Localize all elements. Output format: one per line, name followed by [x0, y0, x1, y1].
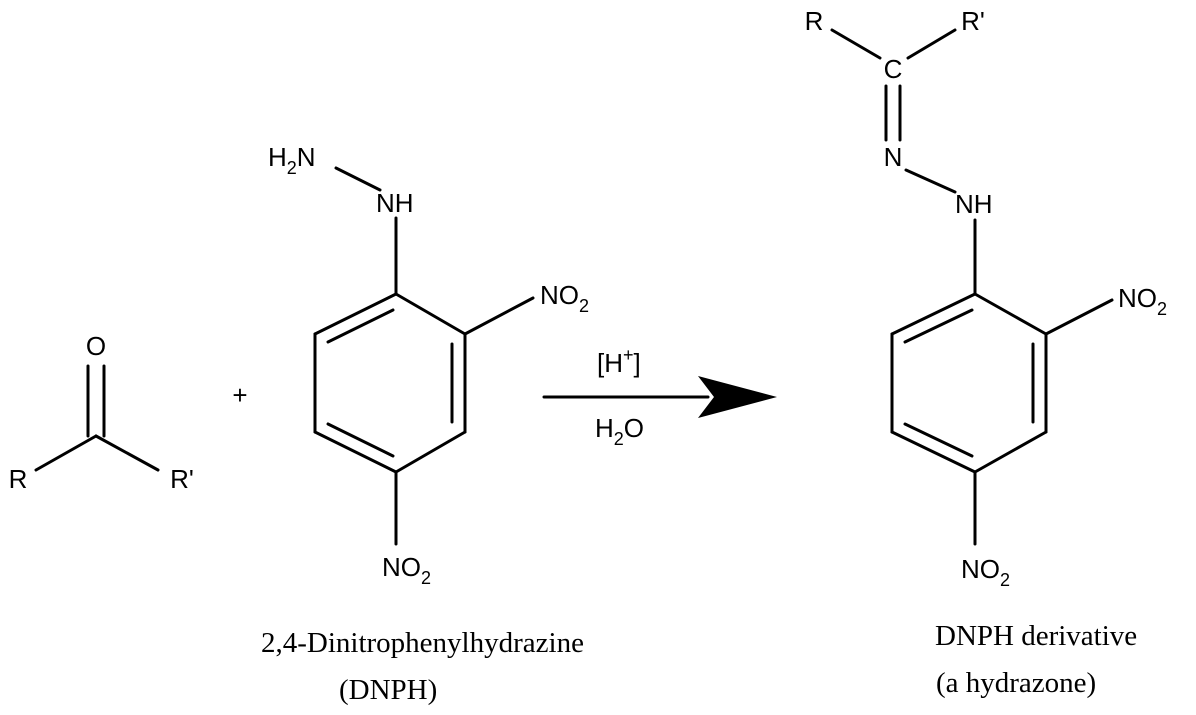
plus-sign: +: [232, 380, 247, 410]
dnph-caption-line1: 2,4-Dinitrophenylhydrazine: [261, 627, 584, 659]
product-ring-inner-bond-c: [903, 422, 974, 458]
carbonyl-r-bond: [34, 434, 98, 472]
dnph-n-n-bond: [334, 166, 382, 192]
product-no2-top-label: NO2: [1118, 283, 1167, 319]
product-n-n-bond: [904, 168, 957, 194]
product-ring-bond-3: [973, 430, 1048, 474]
dnph-ring-bond-6: [313, 292, 398, 336]
dnph-molecule: H2N NH NO2 NO2: [268, 142, 589, 588]
product-ring-inner-bond-a: [903, 308, 974, 344]
dnph-nh-label: NH: [376, 188, 414, 218]
arrow-catalyst-label: [H+]: [597, 345, 641, 378]
arrow-solvent-label: H2O: [595, 413, 644, 449]
product-caption-line2: (a hydrazone): [936, 667, 1096, 699]
reaction-arrow: [H+] H2O: [542, 345, 777, 449]
dnph-ring-bond-3: [394, 430, 467, 474]
product-imine-n-label: N: [884, 142, 903, 172]
dnph-ring-bond-1: [394, 292, 467, 336]
dnph-no2-top-bond: [463, 296, 535, 336]
product-r-label: R: [805, 6, 824, 36]
product-carbon-label: C: [884, 54, 903, 84]
dnph-caption-line2: (DNPH): [339, 674, 437, 706]
product-ring-bond-1: [973, 292, 1048, 336]
product-ring-bond-4: [890, 430, 977, 474]
carbonyl-r-label: R: [9, 464, 28, 494]
hydrazone-product: R R' C N NH NO2 NO2: [805, 6, 1167, 590]
dnph-no2-bottom-label: NO2: [382, 552, 431, 588]
dnph-no2-top-label: NO2: [540, 280, 589, 316]
product-no2-bottom-label: NO2: [961, 554, 1010, 590]
product-caption-line1: DNPH derivative: [935, 620, 1137, 652]
product-ring-bond-6: [890, 292, 977, 336]
product-r-bond: [830, 28, 882, 60]
product-rprime-label: R': [961, 6, 985, 36]
carbonyl-oxygen-label: O: [86, 331, 106, 361]
dnph-nh2-label: H2N: [268, 142, 316, 178]
product-nh-label: NH: [955, 189, 993, 219]
carbonyl-rprime-label: R': [170, 464, 194, 494]
dnph-ring-inner-bond-c: [326, 422, 395, 458]
carbonyl-rprime-bond: [94, 434, 160, 472]
product-rprime-bond: [906, 28, 957, 60]
carbonyl-reactant: O R R': [9, 331, 194, 494]
reaction-arrowhead: [698, 376, 777, 418]
product-no2-top-bond: [1044, 298, 1114, 336]
dnph-ring-inner-bond-a: [326, 308, 395, 344]
dnph-ring-bond-4: [313, 430, 398, 474]
